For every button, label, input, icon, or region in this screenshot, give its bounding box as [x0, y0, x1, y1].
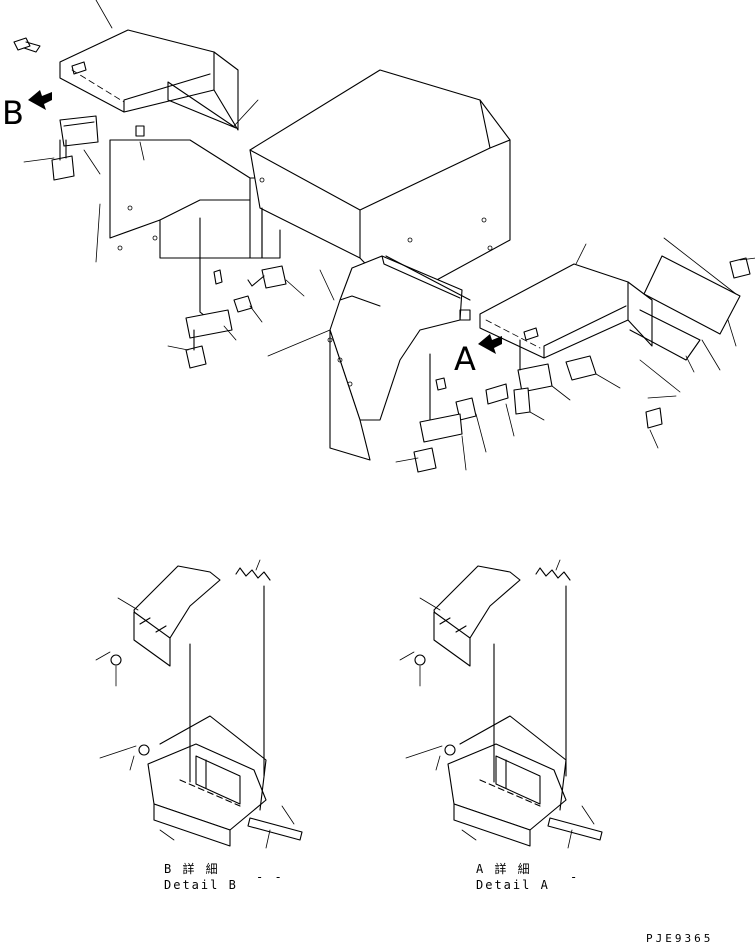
drawing-code: PJE9365 — [646, 932, 714, 945]
view-label-a: A — [454, 340, 476, 378]
view-label-b: B — [2, 94, 24, 132]
detail-a-title-jp: A 詳 細 — [476, 862, 532, 876]
middle-support-parts — [167, 217, 305, 369]
detail-b-mark: - - — [256, 870, 284, 884]
detail-a-drawing — [399, 559, 603, 849]
detail-a-mark: - — [570, 870, 580, 884]
detail-b-title-en: Detail B — [164, 878, 238, 892]
detail-b-drawing — [95, 559, 303, 849]
center-fender-mudflap — [267, 255, 463, 461]
right-fender-assembly — [385, 237, 755, 473]
left-fender-assembly — [13, 0, 263, 263]
detail-a-title-en: Detail A — [476, 878, 550, 892]
detail-b-title-jp: B 詳 細 — [164, 862, 220, 876]
cab-body — [249, 69, 511, 301]
